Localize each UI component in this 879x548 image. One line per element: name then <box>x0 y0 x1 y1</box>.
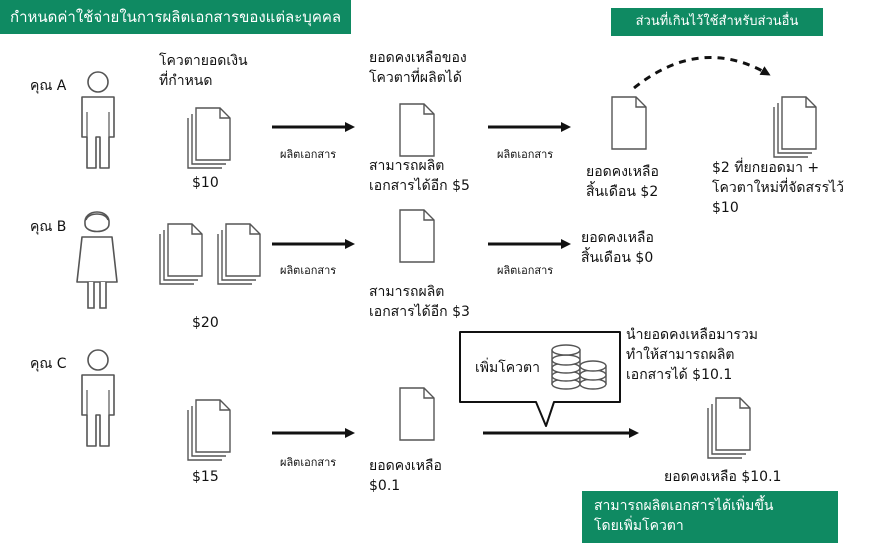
bottom-banner: สามารถผลิตเอกสารได้เพิ่มขึ้น โดยเพิ่มโคว… <box>582 491 838 543</box>
row-b-month-end: ยอดคงเหลือ สิ้นเดือน $0 <box>581 230 654 266</box>
quota-b-value: $20 <box>192 315 219 331</box>
excess-use-header: ส่วนที่เกินไว้ใช้สำหรับส่วนอื่น <box>611 8 823 36</box>
carry-over-arrow <box>633 56 771 90</box>
final-docs-c-icon <box>708 398 750 458</box>
row-a-month-end: ยอดคงเหลือ สิ้นเดือน $2 <box>586 164 659 200</box>
row-a-carry-note: $2 ที่ยกยอดมา + โควตาใหม่ที่จัดสรรไว้ $1… <box>712 160 845 216</box>
quota-docs-b2-icon <box>218 224 260 284</box>
coins-icon <box>551 344 607 390</box>
quota-docs-b1-icon <box>160 224 202 284</box>
person-b-icon <box>76 211 118 309</box>
page-title: กำหนดค่าใช้จ่ายในการผลิตเอกสารของแต่ละบุ… <box>0 0 352 34</box>
month-end-doc-a-icon <box>611 96 647 150</box>
arrow-b1-label: ผลิตเอกสาร <box>280 264 337 277</box>
person-b-name: คุณ B <box>30 219 67 235</box>
add-quota-callout-label: เพิ่มโควตา <box>475 360 540 376</box>
arrow-b2-label: ผลิตเอกสาร <box>497 264 554 277</box>
remaining-column-label: ยอดคงเหลือของ โควตาที่ผลิตได้ <box>369 50 467 86</box>
arrow-c1-label: ผลิตเอกสาร <box>280 456 337 469</box>
quota-c-value: $15 <box>192 469 219 485</box>
carry-docs-a-icon <box>774 97 816 157</box>
remaining-doc-c-icon <box>399 387 435 441</box>
person-c-icon <box>81 349 115 447</box>
remaining-doc-b-icon <box>399 209 435 263</box>
person-c-name: คุณ C <box>30 356 67 372</box>
quota-docs-a-icon <box>188 108 230 168</box>
arrow-a2-label: ผลิตเอกสาร <box>497 148 554 161</box>
row-c-final: ยอดคงเหลือ $10.1 <box>664 469 782 485</box>
row-a-can-produce: สามารถผลิต เอกสารได้อีก $5 <box>369 158 470 194</box>
row-c-remaining: ยอดคงเหลือ $0.1 <box>369 458 442 494</box>
arrow-a1-label: ผลิตเอกสาร <box>280 148 337 161</box>
quota-docs-c-icon <box>188 400 230 460</box>
quota-column-label: โควตายอดเงิน ที่กำหนด <box>159 53 248 89</box>
quota-a-value: $10 <box>192 175 219 191</box>
row-c-note: นำยอดคงเหลือมารวม ทำให้สามารถผลิต เอกสาร… <box>626 327 759 383</box>
row-b-can-produce: สามารถผลิต เอกสารได้อีก $3 <box>369 284 470 320</box>
person-a-icon <box>81 71 115 169</box>
person-a-name: คุณ A <box>30 78 67 94</box>
remaining-doc-a-icon <box>399 103 435 157</box>
